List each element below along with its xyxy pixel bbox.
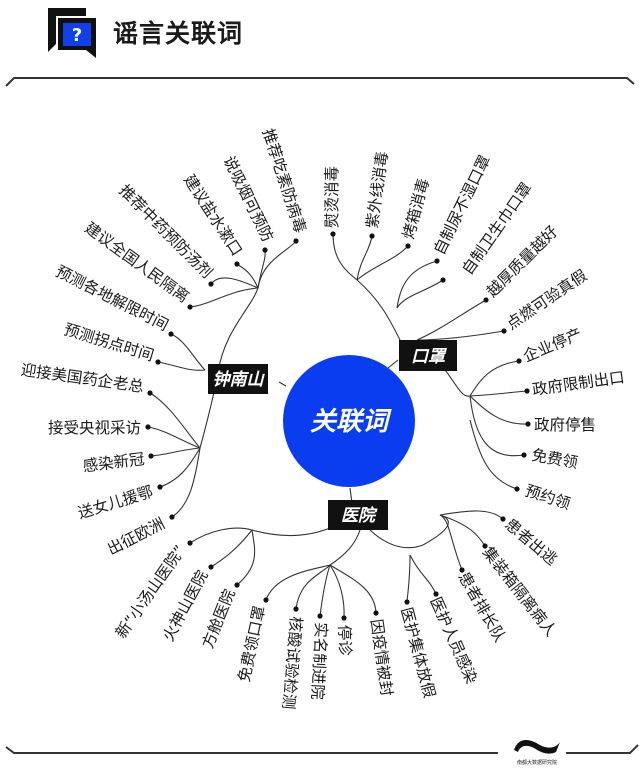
hub-yiyuan: 医院 <box>328 500 388 530</box>
leaf-label: 核酸试验检测 <box>279 616 305 710</box>
leaf-label: 患者出逃 <box>501 515 560 569</box>
leaf-label: 预测拐点时间 <box>62 320 156 364</box>
zhongnanshan-dots <box>145 238 299 520</box>
hub-zhongnanshan: 钟南山 <box>208 364 268 394</box>
center-label: 关联词 <box>310 407 392 437</box>
leaf-label: 方舱医院 <box>198 586 239 651</box>
leaf-label: 免费领 <box>530 446 579 472</box>
question-speech-bubble-icon: ? <box>48 8 96 58</box>
hub-label-zhongnanshan: 钟南山 <box>213 370 266 390</box>
leaf-label: 预约领 <box>523 482 573 513</box>
yiyuan-dots <box>187 516 506 621</box>
institute-wave-logo: 南都大数据研究院 <box>514 740 560 766</box>
kouzhao-edges <box>332 233 529 490</box>
svg-text:?: ? <box>72 25 82 46</box>
leaf-label: 医护集体放假 <box>397 605 438 700</box>
leaf-label: 紫外线消毒 <box>363 150 392 229</box>
leaf-label: 因疫情被封 <box>367 618 396 697</box>
yiyuan-edges <box>189 510 504 619</box>
leaf-label: 送女儿援鄂 <box>75 482 155 523</box>
leaf-label: 停诊 <box>335 625 354 657</box>
hub-label-kouzhao: 口罩 <box>411 347 447 367</box>
leaf-label: 接受央视采访 <box>48 419 141 437</box>
leaf-label: 烤箱消毒 <box>399 176 432 241</box>
leaf-label: 企业停产 <box>521 325 585 366</box>
leaf-label: 感染新冠 <box>82 450 146 475</box>
leaf-label: 政府停售 <box>534 416 596 434</box>
hub-label-yiyuan: 医院 <box>341 506 378 526</box>
kouzhao-dots <box>330 231 531 492</box>
leaf-label: 实名制进院 <box>308 622 331 700</box>
leaf-label: 迎接美国药企老总 <box>20 361 145 396</box>
top-frame-line <box>5 77 635 87</box>
bottom-frame-line-right <box>566 744 639 754</box>
bottom-frame-line-left <box>5 746 498 754</box>
footer-logo-text: 南都大数据研究院 <box>517 759 557 766</box>
header: ? 谣言关联词 <box>0 0 641 70</box>
leaf-label: 熨烫消毒 <box>322 166 341 228</box>
zhongnanshan-edges <box>147 240 297 518</box>
center-node: 关联词 <box>283 355 415 487</box>
yiyuan-labels: 新“小汤山医院” 火神山医院 方舱医院 免费领口罩 核酸试验检测 实名制进院 停… <box>111 515 561 710</box>
leaf-label: 免费领口罩 <box>235 604 269 684</box>
zhongnanshan-labels: 推荐吃素防病毒 说吸烟可预防 建议盐水漱口 推荐中药预防汤剂 建议全国人民隔离 … <box>20 126 310 558</box>
leaf-label: 出征欧洲 <box>104 515 167 559</box>
hub-kouzhao: 口罩 <box>399 340 457 371</box>
leaf-label: 政府限制出口 <box>531 368 626 399</box>
page-title: 谣言关联词 <box>113 19 244 48</box>
